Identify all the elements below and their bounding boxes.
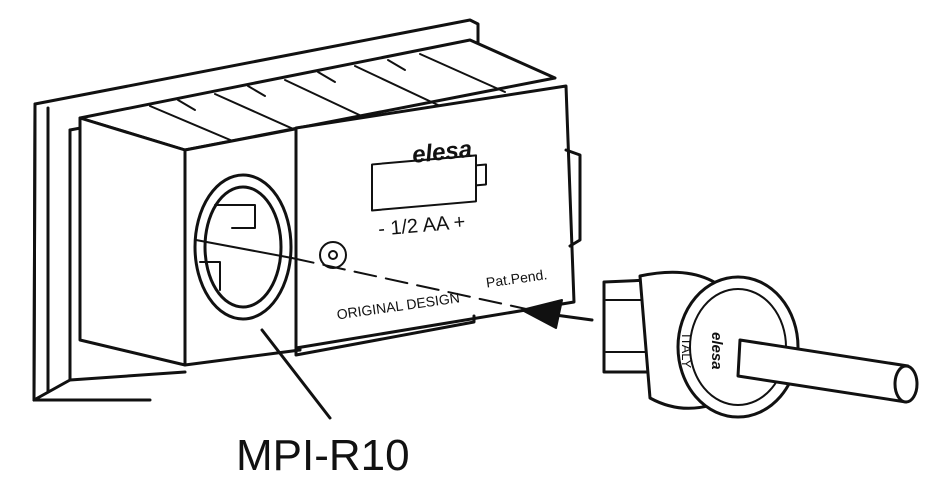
brand-logo: elesa (411, 136, 474, 169)
socket-body (78, 116, 302, 367)
leader-line (260, 328, 332, 420)
insertion-path (291, 257, 541, 313)
insertion-arrow (521, 299, 594, 329)
knob-country-label: ITALY (679, 334, 694, 369)
battery-cover (294, 84, 582, 357)
knob-plug (602, 270, 919, 419)
part-label: MPI-R10 (236, 431, 410, 480)
knob-brand-logo: elesa (708, 332, 725, 370)
housing-ribs (78, 38, 557, 152)
